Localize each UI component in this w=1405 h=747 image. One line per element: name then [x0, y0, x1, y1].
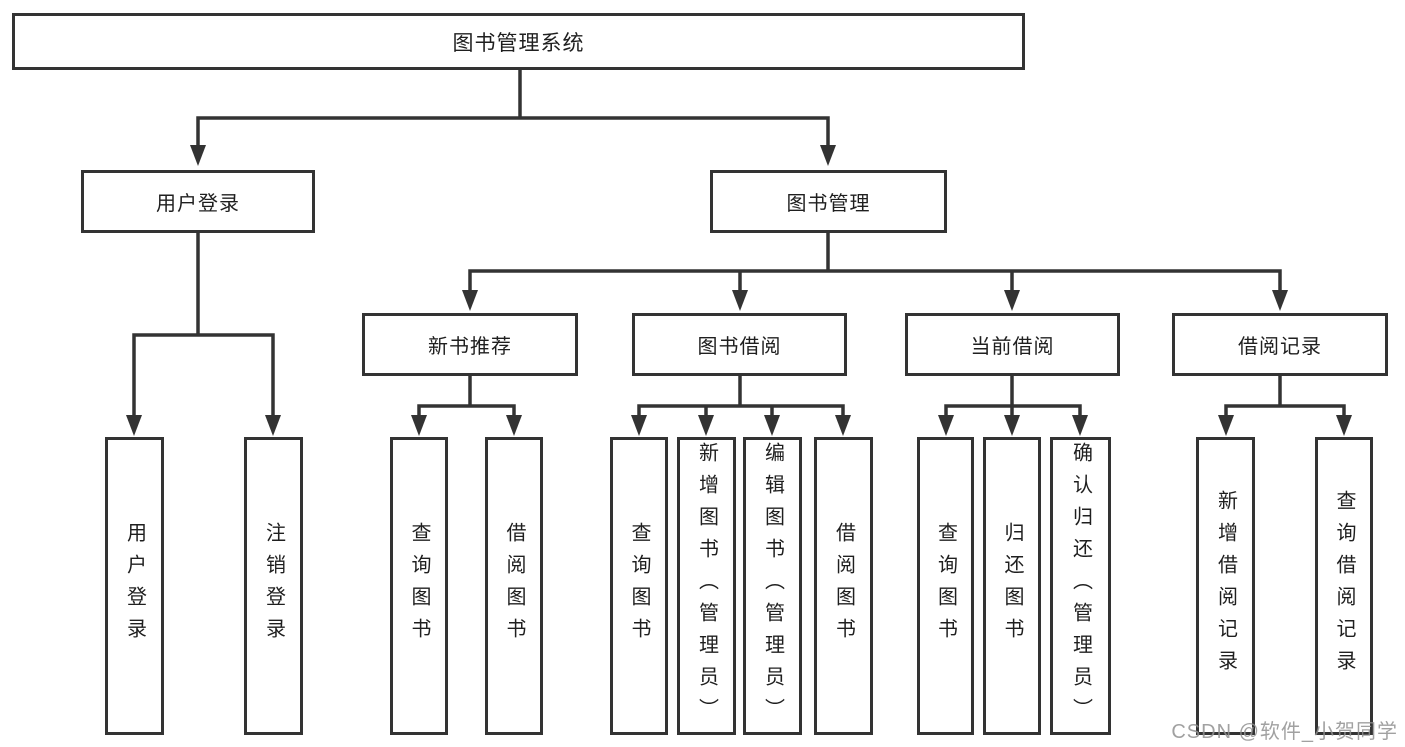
leaf-add-borrow-record: 新增借阅记录 [1196, 437, 1255, 735]
leaf-add-books-admin: 新增图书（管理员） [677, 437, 736, 735]
node-label: 当前借阅 [970, 336, 1055, 358]
node-label: 查询图书 [934, 522, 957, 650]
node-label: 图书借阅 [697, 336, 782, 358]
node-label: 借阅记录 [1238, 336, 1322, 358]
leaf-query-books-borrowing: 查询图书 [610, 437, 668, 735]
node-label: 确认归还（管理员） [1069, 442, 1092, 730]
node-user-login: 用户登录 [81, 170, 315, 233]
node-current-borrowing: 当前借阅 [905, 313, 1120, 376]
node-label: 查询借阅记录 [1333, 490, 1355, 682]
node-label: 用户登录 [123, 522, 146, 650]
node-book-management: 图书管理 [710, 170, 947, 233]
node-label: 编辑图书（管理员） [761, 442, 784, 730]
node-library-system: 图书管理系统 [12, 13, 1025, 70]
node-label: 新书推荐 [428, 336, 512, 358]
node-label: 借阅图书 [503, 522, 525, 650]
node-label: 查询图书 [408, 522, 430, 650]
node-label: 借阅图书 [832, 522, 855, 650]
node-label: 图书管理系统 [452, 31, 585, 55]
node-new-book-recommend: 新书推荐 [362, 313, 578, 376]
node-borrowing-records: 借阅记录 [1172, 313, 1388, 376]
node-label: 图书管理 [786, 193, 871, 215]
csdn-watermark: CSDN @软件_小贺同学 [1171, 721, 1398, 743]
leaf-borrow-books-recommend: 借阅图书 [485, 437, 543, 735]
leaf-confirm-return-admin: 确认归还（管理员） [1050, 437, 1111, 735]
leaf-edit-books-admin: 编辑图书（管理员） [743, 437, 802, 735]
node-label: 新增借阅记录 [1214, 490, 1237, 682]
node-label: 归还图书 [1001, 522, 1023, 650]
leaf-logout: 注销登录 [244, 437, 303, 735]
leaf-user-login: 用户登录 [105, 437, 164, 735]
leaf-query-books-current: 查询图书 [917, 437, 974, 735]
node-label: 查询图书 [628, 522, 650, 650]
node-label: 注销登录 [262, 522, 285, 650]
leaf-borrow-books: 借阅图书 [814, 437, 873, 735]
node-label: 新增图书（管理员） [695, 442, 718, 730]
leaf-query-borrow-record: 查询借阅记录 [1315, 437, 1373, 735]
node-label: 用户登录 [156, 193, 240, 215]
leaf-return-books: 归还图书 [983, 437, 1041, 735]
leaf-query-books-recommend: 查询图书 [390, 437, 448, 735]
node-book-borrowing: 图书借阅 [632, 313, 847, 376]
